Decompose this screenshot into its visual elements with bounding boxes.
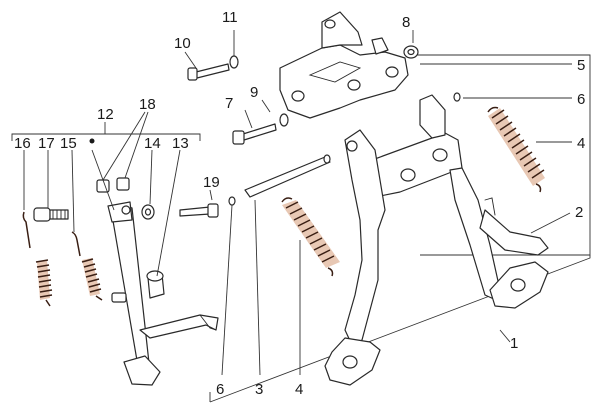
callout-9: 9: [250, 84, 258, 101]
callout-16: 16: [14, 135, 31, 152]
spring-15: [71, 231, 103, 301]
mounting-bracket: [279, 11, 409, 119]
spring-4-center: [281, 197, 340, 277]
bolt-10: [187, 63, 230, 81]
center-stand: [324, 94, 549, 386]
leader-lines: [23, 30, 572, 376]
nut-8: [403, 45, 419, 59]
callout-14: 14: [144, 135, 161, 152]
spring-16: [22, 211, 53, 307]
callout-13: 13: [172, 135, 189, 152]
sleeve-18: [96, 177, 133, 223]
callout-1: 1: [510, 335, 518, 352]
side-stand: [111, 204, 219, 386]
washer-11: [229, 55, 239, 69]
bullet-dot: [89, 138, 95, 144]
washer-6-right: [453, 92, 461, 102]
long-pin: [244, 154, 331, 198]
bushing-13: [146, 270, 165, 299]
callout-3: 3: [255, 381, 263, 398]
washer-9: [279, 113, 289, 127]
washer-6-left: [228, 196, 236, 206]
spring-4-right: [487, 106, 545, 193]
callout-12: 12: [97, 106, 114, 123]
bolt-19: [179, 203, 219, 218]
callout-15: 15: [60, 135, 77, 152]
callout-7: 7: [225, 95, 233, 112]
callout-6-right: 6: [577, 91, 585, 108]
callout-19: 19: [203, 174, 220, 191]
callout-11: 11: [222, 9, 238, 26]
callout-18: 18: [139, 96, 156, 113]
callout-10: 10: [174, 35, 191, 52]
pin-small: [111, 292, 127, 303]
bolt-7: [232, 123, 277, 145]
callout-8: 8: [402, 14, 410, 31]
bracket-12: [11, 122, 201, 141]
callout-6-bottom: 6: [216, 381, 224, 398]
callouts: 1 2 3 4 4 5 6 6 7 8 9 10 11 12 13 14 15 …: [14, 9, 585, 398]
callout-17: 17: [38, 135, 55, 152]
nut-14: [141, 204, 155, 220]
callout-5: 5: [577, 57, 585, 74]
callout-4-right: 4: [577, 135, 585, 152]
pivot-17: [33, 207, 69, 222]
callout-2: 2: [575, 204, 583, 221]
callout-4-bottom: 4: [295, 381, 303, 398]
